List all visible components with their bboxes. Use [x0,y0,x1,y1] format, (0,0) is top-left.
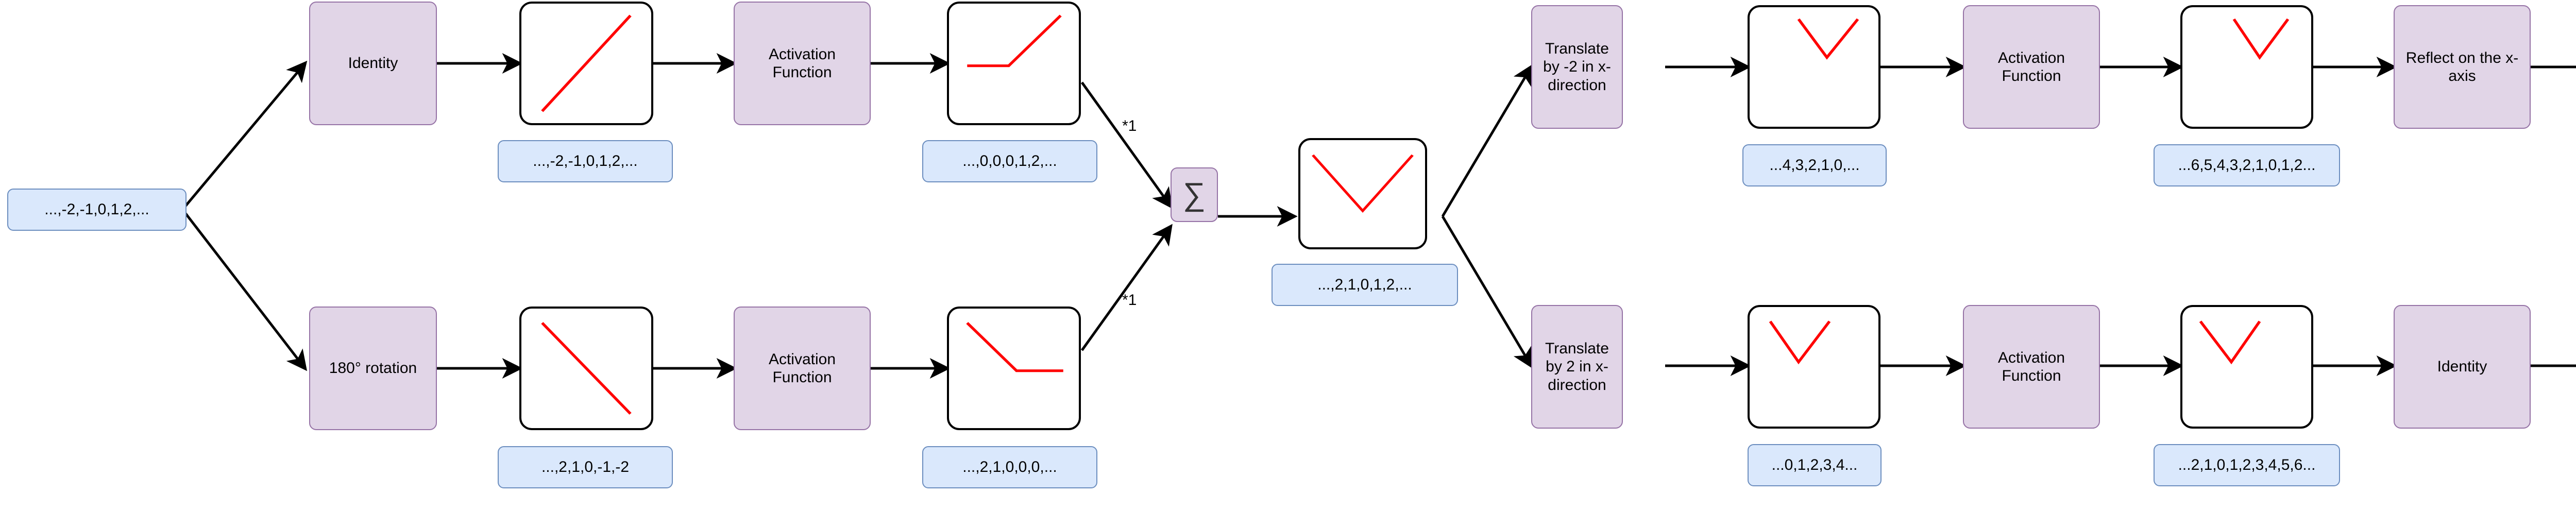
label-translate-minus-2: ...4,3,2,1,0,... [1742,144,1887,186]
activation-2-top-box[interactable]: Activation Function [1963,5,2100,129]
v-shape-shifted-right-curve [1797,18,1859,60]
translate-minus-2-box[interactable]: Translate by -2 in x-direction [1531,5,1623,129]
label-rotation-bottom: ...,2,1,0,-1,-2 [498,446,673,488]
reverse-relu-curve [966,322,1063,372]
label-relu-top: ...,0,0,0,1,2,... [922,140,1097,182]
v-shape-shifted-left-curve [1769,320,1831,365]
translate-plus-2-box[interactable]: Translate by 2 in x-direction [1531,305,1623,429]
v-shape-curve-3 [2199,320,2261,365]
relu-curve [967,14,1062,67]
input-sequence-label: ...,-2,-1,0,1,2,... [7,189,187,231]
rotation-bottom-box[interactable]: 180° rotation [309,307,437,430]
label-identity-top: ...,-2,-1,0,1,2,... [498,140,673,182]
label-activation-2-top: ...6,5,4,3,2,1,0,1,2... [2154,144,2340,186]
v-shape-curve-2 [2232,18,2290,60]
weight-top-label: *1 [1122,117,1137,134]
v-shape-curve [1312,154,1414,213]
sum-1-node[interactable]: ∑ [1171,167,1218,222]
plot-sum-1-v [1298,138,1427,249]
plot-relu-top [947,2,1081,125]
label-sum-1: ...,2,1,0,1,2,... [1272,264,1458,306]
identity-top-box[interactable]: Identity [309,2,437,125]
activation-1-top-box[interactable]: Activation Function [734,2,871,125]
weight-bottom-label: *1 [1122,292,1137,309]
identity-bottom-2-box[interactable]: Identity [2394,305,2531,429]
activation-2-bottom-box[interactable]: Activation Function [1963,305,2100,429]
reflect-x-axis-box[interactable]: Reflect on the x-axis [2394,5,2531,129]
plot-relu-bottom [947,307,1081,430]
plot-identity-top [519,2,653,125]
identity-line-curve [541,14,632,112]
plot-activation-2-bottom [2180,305,2313,429]
label-translate-plus-2: ...0,1,2,3,4... [1748,444,1882,486]
plot-rotation-bottom [519,307,653,430]
plot-activation-2-top [2180,5,2313,129]
plot-translate-minus-2 [1748,5,1880,129]
plot-translate-plus-2 [1748,305,1880,429]
label-activation-2-bottom: ...2,1,0,1,2,3,4,5,6... [2154,444,2340,486]
activation-1-bottom-box[interactable]: Activation Function [734,307,871,430]
negative-slope-line-curve [541,322,632,415]
label-relu-bottom: ...,2,1,0,0,0,... [922,446,1097,488]
